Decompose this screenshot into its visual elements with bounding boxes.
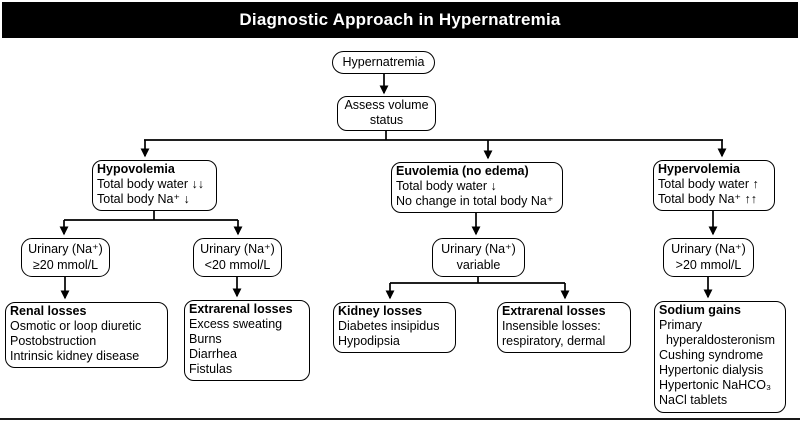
figure-title: Diagnostic Approach in Hypernatremia xyxy=(239,10,561,29)
node-hypernatremia-label: Hypernatremia xyxy=(342,55,425,69)
node-renal-losses: Renal losses Osmotic or loop diuretic Po… xyxy=(5,302,168,368)
node-hypovolemia: Hypovolemia Total body water ↓↓ Total bo… xyxy=(92,160,217,211)
node-euvolemia: Euvolemia (no edema) Total body water ↓ … xyxy=(391,162,563,213)
node-kidney-losses: Kidney losses Diabetes insipidus Hypodip… xyxy=(333,302,456,353)
node-urinary-na-gt20: Urinary (Na⁺) >20 mmol/L xyxy=(663,238,754,277)
node-urinary-na-lt20: Urinary (Na⁺) <20 mmol/L xyxy=(193,238,282,277)
node-assess-volume-status: Assess volume status xyxy=(337,96,436,131)
bottom-rule xyxy=(0,418,800,420)
title-bar: Diagnostic Approach in Hypernatremia xyxy=(2,2,798,38)
node-hypernatremia: Hypernatremia xyxy=(332,51,435,74)
node-urinary-na-variable: Urinary (Na⁺) variable xyxy=(432,238,525,277)
node-urinary-na-ge20: Urinary (Na⁺) ≥20 mmol/L xyxy=(21,238,110,277)
node-extrarenal-losses-euvolemia: Extrarenal losses Insensible losses: res… xyxy=(497,302,631,353)
node-extrarenal-losses-hypovolemia: Extrarenal losses Excess sweating Burns … xyxy=(184,300,310,381)
node-hypervolemia: Hypervolemia Total body water ↑ Total bo… xyxy=(653,160,775,211)
node-sodium-gains: Sodium gains Primary hyperaldosteronism … xyxy=(654,301,786,413)
